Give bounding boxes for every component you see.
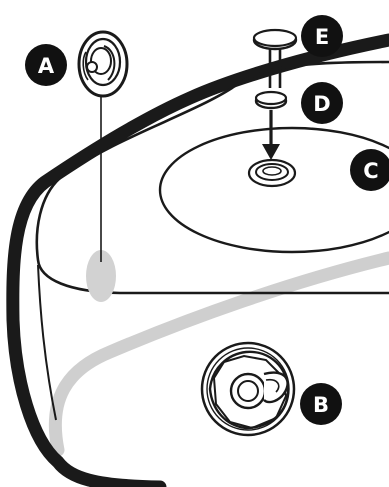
callout-a-letter: A xyxy=(38,54,55,78)
callout-e-letter: E xyxy=(315,25,329,49)
callout-c-letter: C xyxy=(363,159,378,183)
callout-d-letter: D xyxy=(313,92,330,116)
callout-e: E xyxy=(301,15,343,57)
upper-plug xyxy=(252,28,298,88)
callout-b: B xyxy=(300,383,342,425)
inflatable-top-surface xyxy=(158,126,389,254)
valve-b xyxy=(200,341,296,437)
lower-plug xyxy=(254,90,288,110)
body-reflection-stripe xyxy=(48,251,389,457)
callout-a: A xyxy=(25,44,67,86)
body-outline xyxy=(6,33,389,487)
side-seam xyxy=(37,264,57,421)
top-chamber-outline xyxy=(35,60,389,295)
callout-d: D xyxy=(301,82,343,124)
valve-port xyxy=(247,158,297,188)
insert-arrow xyxy=(262,110,280,160)
callout-b-letter: B xyxy=(313,393,329,417)
callout-c: C xyxy=(350,149,389,191)
valve-a xyxy=(77,30,129,98)
valve-a-shadow xyxy=(86,250,116,302)
